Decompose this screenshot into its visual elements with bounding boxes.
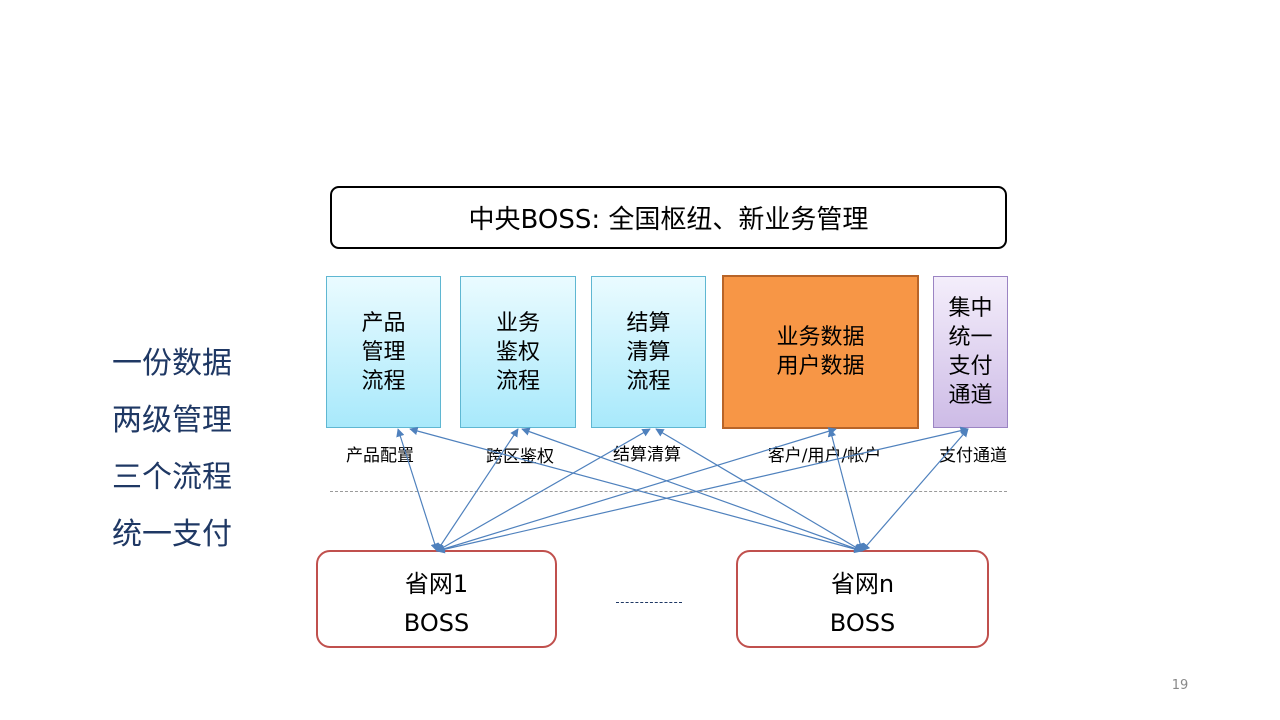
module-unified-payment: 集中 统一 支付 通道 bbox=[933, 276, 1008, 428]
page-number: 19 bbox=[1171, 678, 1189, 693]
arrow-pn-settlement bbox=[655, 428, 863, 552]
summary-item: 三个流程 bbox=[112, 460, 232, 495]
summary-item: 一份数据 bbox=[112, 346, 232, 381]
module-settlement: 结算 清算 流程 bbox=[591, 276, 706, 428]
summary-list: 一份数据 两级管理 三个流程 统一支付 bbox=[112, 335, 272, 563]
arrow-p1-settlement bbox=[436, 428, 651, 552]
module-product-management: 产品 管理 流程 bbox=[326, 276, 441, 428]
province-n-name: 省网n bbox=[830, 570, 895, 598]
province-n-system: BOSS bbox=[829, 609, 896, 637]
province-1-system: BOSS bbox=[403, 609, 470, 637]
province-1-name: 省网1 bbox=[404, 570, 469, 598]
arrow-pn-auth bbox=[521, 427, 863, 553]
central-boss-box: 中央BOSS: 全国枢纽、新业务管理 bbox=[330, 186, 1007, 249]
province-1-boss-box: 省网1 BOSS bbox=[316, 550, 557, 648]
arrow-pn-payment bbox=[861, 428, 969, 552]
summary-item: 两级管理 bbox=[112, 403, 232, 438]
module-business-auth: 业务 鉴权 流程 bbox=[460, 276, 576, 428]
arrow-p1-payment bbox=[436, 426, 969, 554]
ellipsis-dashes bbox=[616, 602, 682, 603]
summary-item: 统一支付 bbox=[112, 517, 232, 552]
arrow-pn-data bbox=[827, 428, 865, 552]
arrow-p1-product bbox=[396, 428, 439, 552]
module-business-user-data: 业务数据 用户数据 bbox=[722, 275, 919, 429]
